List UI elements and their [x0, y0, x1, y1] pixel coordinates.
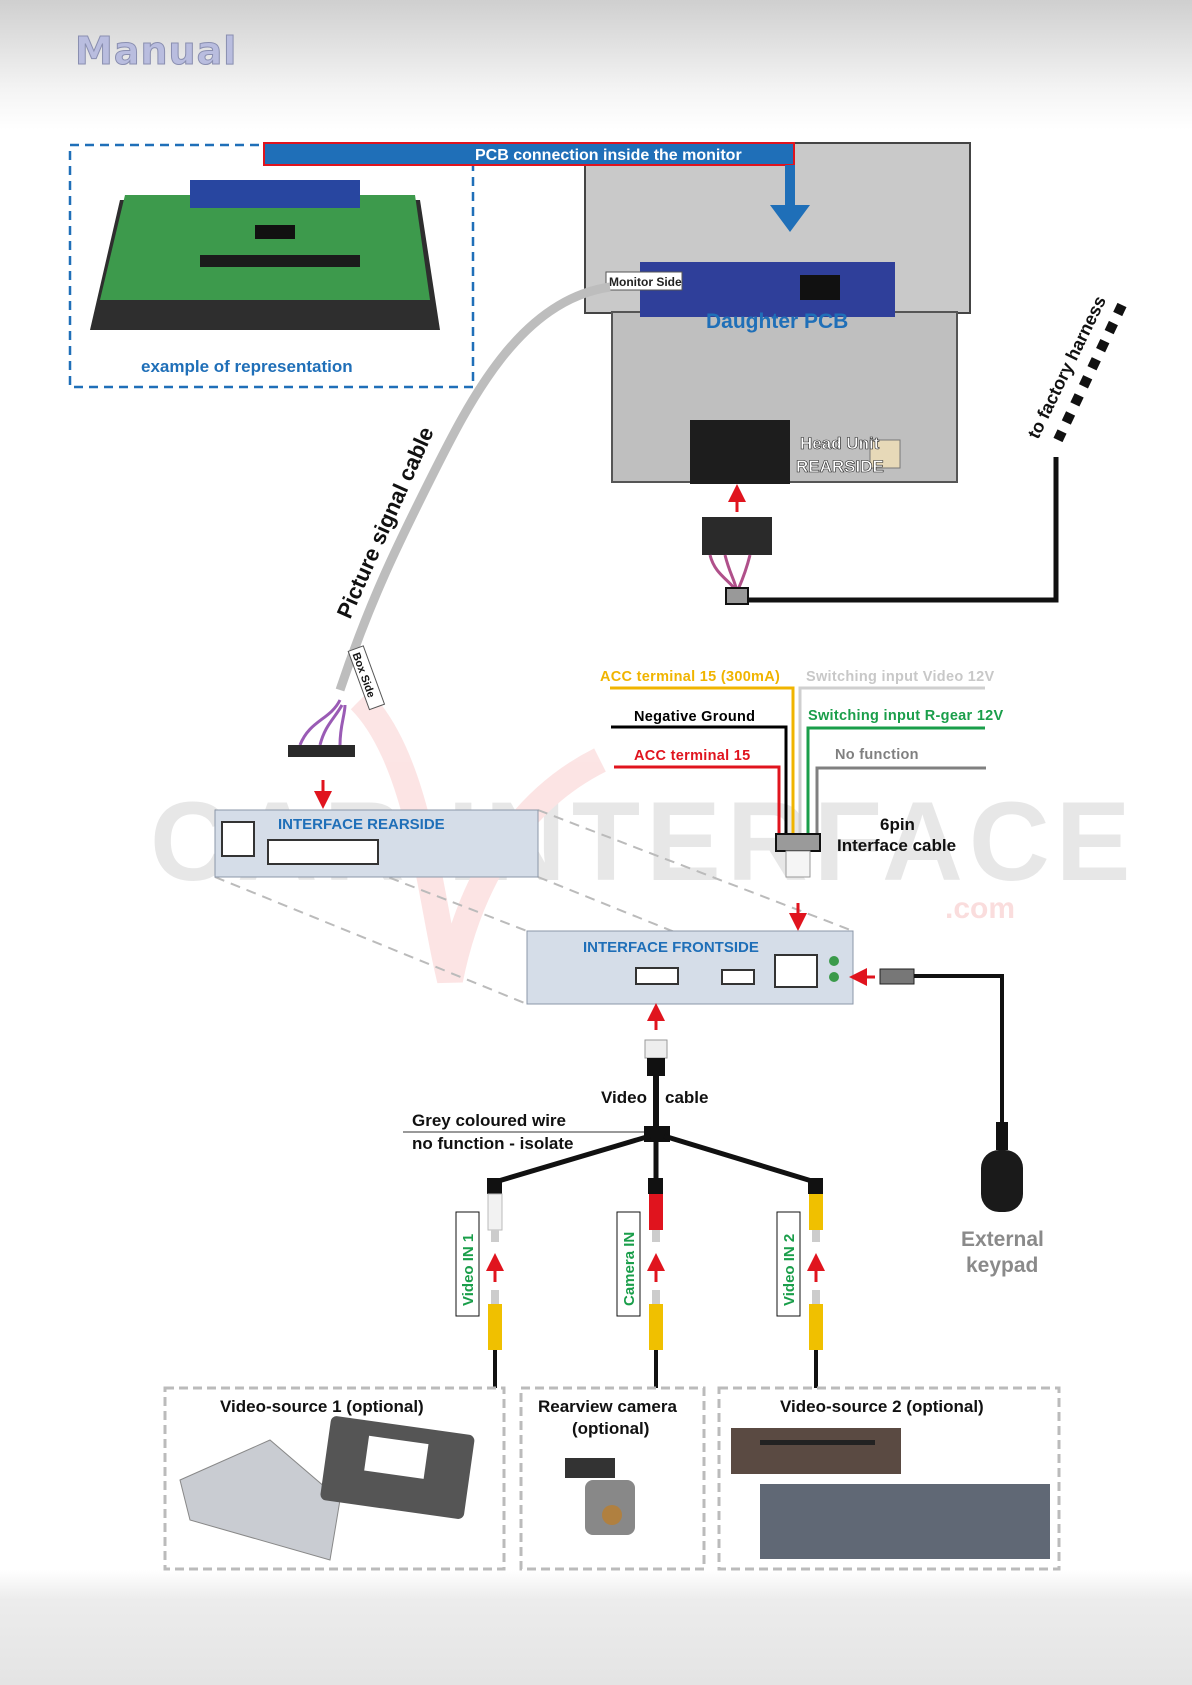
frontside-6pin-port: [774, 954, 818, 988]
svg-text:Video-source 2 (optional): Video-source 2 (optional): [780, 1397, 984, 1416]
input-label-camera-in: Camera IN: [616, 1211, 641, 1317]
grey-wire-label-1: Grey coloured wire: [412, 1111, 566, 1130]
input-label-video-in-2: Video IN 2: [776, 1211, 801, 1317]
monitor-side-label: Monitor Side: [609, 275, 682, 289]
rca-socket-video-in-1: [487, 1178, 503, 1242]
manual-title: Manual: [75, 29, 237, 73]
svg-text:Video-source 1 (optional): Video-source 1 (optional): [220, 1397, 424, 1416]
six-pin-connector: [775, 833, 821, 852]
pcb-banner: [263, 142, 795, 166]
keypad-strain-relief: [996, 1122, 1008, 1150]
video-source-2-box: Video-source 2 (optional): [717, 1386, 1061, 1571]
box-side-tag: Box Side: [347, 645, 386, 711]
pcb-banner-text: PCB connection inside the monitor: [475, 147, 742, 164]
ribbon-connector: [288, 699, 355, 757]
rj-plug: [879, 968, 915, 985]
wire-label-no-function: No function: [835, 747, 919, 763]
frontside-keypad-port: [721, 969, 755, 985]
banner-down-arrow-icon: [770, 165, 810, 232]
daughter-pcb-label: Daughter PCB: [706, 310, 848, 333]
input-label-video-in-1: Video IN 1: [455, 1211, 480, 1317]
rearview-camera-box: Rearview camera (optional): [519, 1386, 706, 1571]
grey-wire-label-2: no function - isolate: [412, 1134, 574, 1153]
six-pin-title-2: Interface cable: [837, 836, 956, 855]
frontside-video-port: [635, 967, 679, 985]
video-plug-body: [647, 1058, 665, 1076]
factory-harness-wire: [742, 457, 1059, 603]
wire-label-acc-15: ACC terminal 15: [634, 748, 751, 764]
wire-label-switch-video: Switching input Video 12V: [806, 669, 995, 685]
picture-cable-label: Picture signal cable: [332, 423, 439, 622]
wire-label-negative-ground: Negative Ground: [634, 709, 755, 725]
svg-text:(optional): (optional): [572, 1419, 649, 1438]
svg-text:Video IN 1: Video IN 1: [460, 1234, 477, 1306]
six-pin-plug: [785, 850, 811, 878]
keypad-label-2: keypad: [966, 1254, 1038, 1277]
keypad-label-1: External: [961, 1228, 1044, 1251]
svg-text:.com: .com: [945, 892, 1015, 925]
external-keypad[interactable]: [981, 1150, 1023, 1212]
svg-text:Camera IN: Camera IN: [621, 1232, 638, 1306]
rearside-power-port: [221, 821, 255, 857]
head-unit-connector: [702, 517, 772, 605]
splitter: [644, 1126, 670, 1142]
led-icon: [829, 956, 839, 966]
yellow-rca-plugs: [488, 1290, 823, 1388]
video-source-1-box: Video-source 1 (optional): [163, 1386, 506, 1571]
rca-socket-camera-in: [648, 1178, 663, 1242]
wire-label-switch-rgear: Switching input R-gear 12V: [808, 708, 1004, 724]
example-caption: example of representation: [141, 357, 353, 376]
video-plug: [644, 1039, 668, 1059]
svg-text:Rearview camera: Rearview camera: [538, 1397, 677, 1416]
video-cable-label-b: cable: [665, 1088, 708, 1107]
rearside-lvds-port: [267, 839, 379, 865]
splitter-branches: [494, 1133, 816, 1185]
pcb-photo: [90, 180, 440, 330]
picture-signal-cable: [335, 282, 611, 692]
six-pin-title-1: 6pin: [880, 815, 915, 834]
wire-label-acc-300ma: ACC terminal 15 (300mA): [600, 669, 780, 685]
factory-harness-dashes: [1053, 302, 1127, 443]
rca-socket-video-in-2: [808, 1178, 823, 1242]
monitor-side-tag: [605, 271, 683, 291]
six-pin-wires: [610, 686, 986, 834]
rearside-label: INTERFACE REARSIDE: [278, 816, 445, 833]
input-arrows: [486, 1253, 825, 1282]
keypad-cable: [914, 974, 1004, 1130]
video-cable-label-a: Video: [601, 1088, 647, 1107]
head-unit-label-1: Head Unit: [800, 434, 880, 453]
frontside-label: INTERFACE FRONTSIDE: [583, 939, 759, 956]
led-icon: [829, 972, 839, 982]
head-unit-label-2: REARSIDE: [796, 457, 884, 476]
svg-text:Video IN 2: Video IN 2: [781, 1234, 798, 1306]
